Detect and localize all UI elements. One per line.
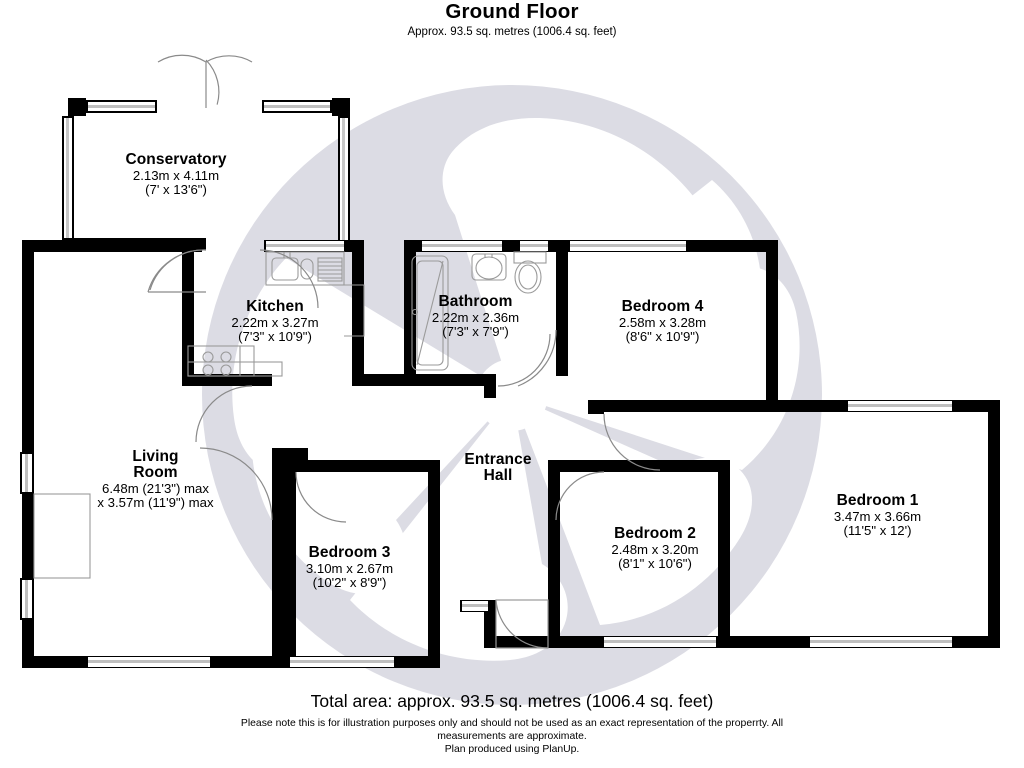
- total-area-text: Total area: approx. 93.5 sq. metres (100…: [310, 691, 714, 711]
- wall-group: [20, 98, 1000, 668]
- room-metric: 3.10m x 2.67m: [305, 561, 394, 577]
- room-metric: 2.13m x 4.11m: [132, 168, 220, 184]
- room-name: Bathroom: [438, 293, 513, 310]
- kitchen-worktop-top: [265, 251, 345, 286]
- room-metric: 2.58m x 3.28m: [618, 315, 707, 331]
- room-label-entrance-hall: Entrance Hall: [432, 452, 564, 484]
- room-metric: 3.47m x 3.66m: [833, 509, 922, 525]
- room-label-bedroom-3: Bedroom 3 3.10m x 2.67m (10'2" x 8'9"): [272, 544, 427, 591]
- room-name: Bedroom 3: [308, 544, 391, 561]
- fixtures-group: [33, 251, 547, 579]
- room-name: Bedroom 2: [614, 525, 696, 542]
- bathroom-bath: [411, 255, 449, 371]
- room-name: Bedroom 4: [621, 298, 704, 315]
- producer-credit: Plan produced using PlanUp.: [444, 744, 580, 756]
- room-imperial: (10'2" x 8'9"): [312, 575, 387, 591]
- room-name-line2: Room: [133, 463, 178, 481]
- room-label-living-room: Living Room 6.48m (21'3") max x 3.57m (1…: [48, 449, 263, 510]
- disclaimer-line-2: measurements are approximate.: [437, 731, 587, 743]
- room-imperial: (7' x 13'6"): [145, 182, 207, 198]
- room-metric: 2.22m x 3.27m: [231, 315, 319, 331]
- room-name-line1: Living: [132, 448, 179, 465]
- room-metric: 2.22m x 2.36m: [431, 310, 520, 326]
- room-imperial: x 3.57m (11'9") max: [97, 494, 214, 510]
- plan-footer: Total area: approx. 93.5 sq. metres (100…: [0, 690, 1024, 757]
- room-imperial: (8'1" x 10'6"): [618, 556, 692, 572]
- room-name: Conservatory: [125, 151, 227, 168]
- room-name: Kitchen: [246, 298, 304, 315]
- room-label-kitchen: Kitchen 2.22m x 3.27m (7'3" x 10'9"): [195, 298, 355, 345]
- page-subtitle: Approx. 93.5 sq. metres (1006.4 sq. feet…: [407, 26, 617, 38]
- door-swings-group: [147, 54, 661, 649]
- room-label-bathroom: Bathroom 2.22m x 2.36m (7'3" x 7'9"): [398, 293, 553, 340]
- room-label-bedroom-2: Bedroom 2 2.48m x 3.20m (8'1" x 10'6"): [575, 525, 735, 572]
- room-metric: 2.48m x 3.20m: [611, 542, 699, 558]
- page-title: Ground Floor: [445, 0, 579, 23]
- room-label-conservatory: Conservatory 2.13m x 4.11m (7' x 13'6"): [86, 151, 266, 198]
- room-name-line1: Entrance: [464, 451, 532, 468]
- room-imperial: (7'3" x 10'9"): [238, 329, 312, 345]
- room-name-line2: Hall: [483, 466, 513, 484]
- room-label-bedroom-4: Bedroom 4 2.58m x 3.28m (8'6" x 10'9"): [580, 298, 745, 345]
- bathroom-wc: [513, 251, 547, 294]
- room-label-bedroom-1: Bedroom 1 3.47m x 3.66m (11'5" x 12'): [795, 492, 960, 539]
- room-imperial: (8'6" x 10'9"): [625, 329, 700, 345]
- living-room-fireplace: [33, 493, 91, 579]
- disclaimer-line-1: Please note this is for illustration pur…: [240, 718, 784, 729]
- bathroom-basin: [471, 253, 507, 281]
- plan-header: Ground Floor Approx. 93.5 sq. metres (10…: [0, 0, 1024, 39]
- room-name: Bedroom 1: [836, 492, 919, 509]
- room-imperial: (7'3" x 7'9"): [442, 324, 509, 340]
- room-metric: 6.48m (21'3") max: [102, 480, 209, 496]
- room-imperial: (11'5" x 12'): [843, 523, 912, 539]
